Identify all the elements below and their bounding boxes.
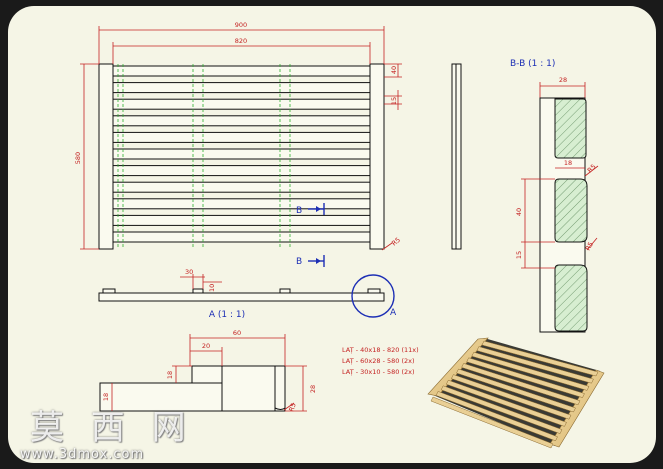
slat [112, 181, 371, 193]
dimension-30: 30 [185, 268, 193, 276]
dimension-900: 900 [235, 21, 247, 29]
slat [112, 131, 371, 143]
section-marker-label: B [296, 257, 302, 267]
dimension-15: 15 [390, 97, 398, 105]
side-view: 30 10 A A (1 : 1) [98, 268, 397, 320]
dimension-18: 18 [564, 159, 572, 167]
dimension-20: 20 [202, 342, 210, 350]
section-bb-view: B-B (1 : 1) 28 18 R5 40 15 R5 [510, 59, 599, 333]
leader-line [283, 402, 295, 411]
dimension-40: 40 [515, 208, 523, 216]
slats-group [112, 65, 371, 243]
dimension-r5-top: R5 [586, 163, 598, 175]
dimension-r5: R5 [287, 402, 297, 413]
dimension-r5-bottom: R5 [584, 241, 595, 252]
side-rail-left [98, 63, 114, 250]
preview-slat [471, 351, 590, 391]
preview-slats-group [430, 340, 599, 449]
preview-slat [481, 340, 599, 377]
side-view-slat [98, 292, 385, 302]
slat [112, 231, 371, 243]
preview-slat [430, 396, 554, 449]
dimension-18b: 18 [102, 393, 110, 401]
detail-a-view: 60 20 18 18 28 R5 [99, 329, 317, 413]
dimension-10: 10 [208, 284, 216, 292]
dimension-28: 28 [309, 385, 317, 393]
arrowhead-icon [316, 206, 321, 212]
top-view: 900 820 580 40 15 R5 B [74, 21, 402, 267]
preview-slat [451, 374, 572, 420]
dimension-15: 15 [515, 251, 523, 259]
hatched-slat-section [554, 264, 588, 332]
slat [112, 148, 371, 160]
isometric-preview [427, 337, 605, 449]
parts-list-item: LAȚ - 30x10 - 580 (2x) [342, 368, 415, 377]
preview-slat [435, 391, 558, 442]
leader-line [586, 237, 598, 251]
slat [112, 115, 371, 127]
detail-marker-label: A [390, 308, 397, 318]
side-view-tab [102, 288, 116, 294]
parts-list: LAȚ - 40x18 - 820 (11x) LAȚ - 60x28 - 58… [342, 346, 419, 377]
detail-fillet [274, 407, 286, 410]
section-marker-label: B [296, 206, 302, 216]
watermark-url: www.3dmox.com [20, 447, 145, 462]
side-view-tab [367, 288, 381, 294]
preview-slat [476, 346, 594, 384]
preview-slat [466, 357, 585, 398]
dimension-60: 60 [233, 329, 241, 337]
dimension-40: 40 [390, 66, 398, 74]
hatched-slat-section [554, 178, 588, 243]
side-view-tab [192, 288, 204, 294]
dimension-r5: R5 [390, 236, 402, 248]
side-rail-right [369, 63, 385, 250]
arrowhead-icon [316, 258, 321, 264]
leader-line [381, 242, 393, 251]
dimension-28: 28 [559, 76, 567, 84]
preview-slat [461, 363, 581, 406]
detail-circle [351, 274, 395, 318]
slat [112, 98, 371, 110]
watermark-brand: 莫 西 网 [30, 408, 194, 448]
slat [112, 198, 371, 210]
parts-list-item: LAȚ - 40x18 - 820 (11x) [342, 346, 419, 355]
side-view-tab [279, 288, 291, 294]
dimension-580: 580 [74, 152, 82, 164]
hatched-slat-section [554, 98, 587, 159]
dimension-820: 820 [235, 37, 247, 45]
parts-list-item: LAȚ - 60x28 - 580 (2x) [342, 357, 415, 366]
slat [112, 65, 371, 77]
preview-slat [456, 368, 576, 413]
preview-slat [445, 379, 567, 427]
detail-body [99, 365, 286, 412]
section-bb-title: B-B (1 : 1) [510, 59, 555, 69]
slat [112, 214, 371, 226]
preview-slat [440, 385, 563, 434]
slat [112, 82, 371, 94]
slat [112, 165, 371, 177]
preview-side-rail [549, 369, 605, 448]
dimension-18a: 18 [166, 371, 174, 379]
leader-line [584, 165, 599, 177]
detail-a-title: A (1 : 1) [209, 310, 245, 320]
